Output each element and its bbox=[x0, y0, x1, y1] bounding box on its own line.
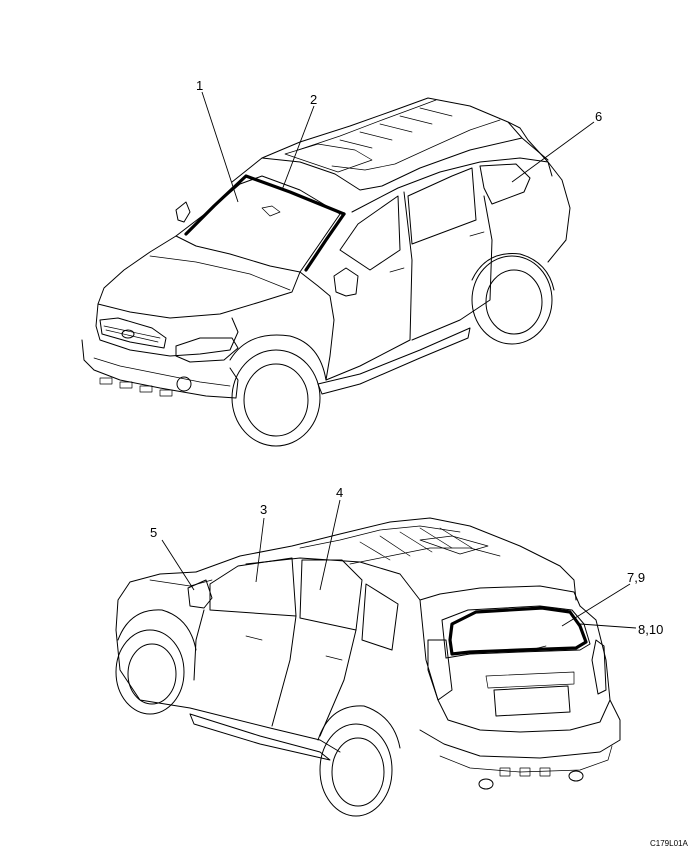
leader-1 bbox=[201, 91, 239, 203]
leader-8-10 bbox=[579, 623, 637, 629]
callout-4: 4 bbox=[336, 485, 343, 500]
callout-2: 2 bbox=[310, 92, 317, 107]
callout-6: 6 bbox=[595, 109, 602, 124]
leader-4 bbox=[319, 499, 341, 591]
leader-6 bbox=[511, 121, 595, 183]
vehicle-rear-view bbox=[115, 517, 621, 817]
leader-7-9 bbox=[561, 583, 631, 627]
leader-5 bbox=[161, 539, 195, 591]
callout-3: 3 bbox=[260, 502, 267, 517]
callout-1: 1 bbox=[196, 78, 203, 93]
leader-lines bbox=[161, 91, 637, 629]
callout-8-10: 8,10 bbox=[638, 622, 663, 637]
callout-7-9: 7,9 bbox=[627, 570, 645, 585]
leader-3 bbox=[255, 517, 265, 583]
leader-2 bbox=[281, 105, 315, 191]
callout-labels: 1 2 6 3 4 5 7,9 8,10 bbox=[150, 78, 663, 637]
vehicle-front-view bbox=[81, 97, 571, 447]
callout-5: 5 bbox=[150, 525, 157, 540]
figure-code: C179L01A bbox=[650, 839, 688, 848]
